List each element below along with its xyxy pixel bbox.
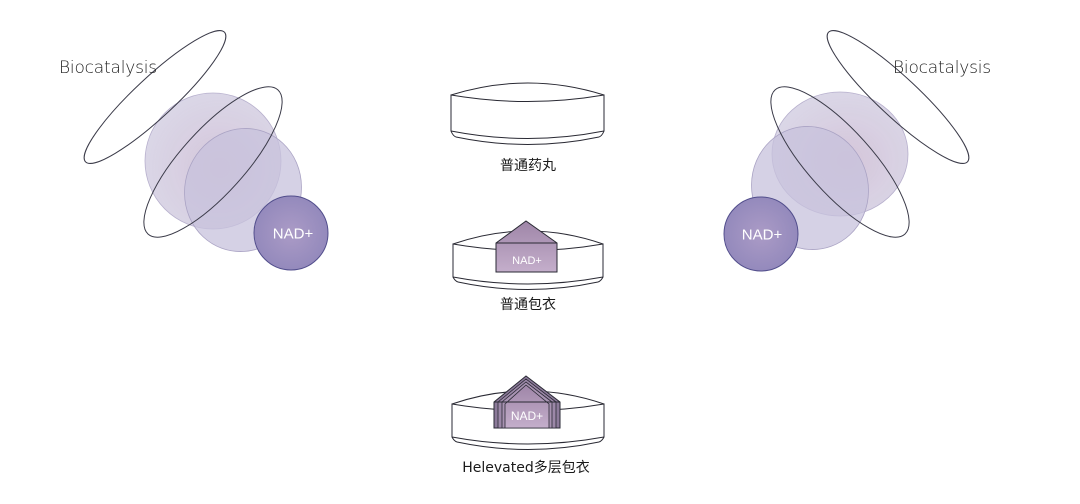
pill-plain-body bbox=[450, 94, 605, 139]
pill-multilayer-nad-label: NAD+ bbox=[510, 409, 544, 423]
left-biocatalysis-label: Biocatalysis bbox=[59, 58, 157, 78]
right-nad-label: NAD+ bbox=[741, 226, 783, 244]
right-molecule bbox=[723, 30, 970, 272]
right-ring-mid bbox=[770, 86, 910, 238]
pill-plain-dome bbox=[450, 82, 605, 96]
pill-coated-nad-label: NAD+ bbox=[512, 255, 542, 267]
left-nad-label: NAD+ bbox=[272, 225, 314, 243]
right-biocatalysis-label: Biocatalysis bbox=[893, 58, 991, 78]
pill-coated-caption: 普通包衣 bbox=[500, 297, 556, 313]
pill-plain bbox=[450, 82, 605, 145]
right-ring-long bbox=[826, 30, 970, 164]
pill-multilayer bbox=[451, 375, 605, 450]
pill-multilayer-caption: Helevated多层包衣 bbox=[462, 460, 590, 476]
right-nad-sphere bbox=[723, 196, 799, 272]
pill-coated-core bbox=[495, 220, 558, 273]
left-nad-sphere bbox=[253, 195, 329, 271]
pill-plain-caption: 普通药丸 bbox=[500, 158, 556, 174]
left-molecule bbox=[83, 30, 329, 271]
left-ring-long bbox=[83, 30, 227, 164]
pill-multilayer-core bbox=[504, 384, 550, 429]
pill-coated bbox=[452, 220, 604, 290]
pill-plain-rim bbox=[455, 136, 600, 145]
left-ring-mid bbox=[143, 86, 283, 238]
